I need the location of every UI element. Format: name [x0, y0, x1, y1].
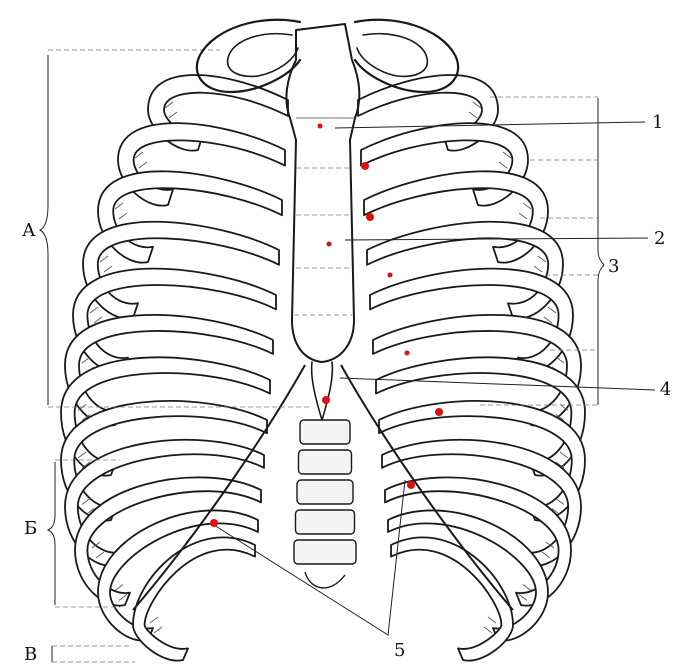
label-3: 3 [608, 258, 619, 276]
right-rib-12 [391, 537, 513, 660]
label-v: В [24, 646, 37, 664]
marker-10 [210, 519, 218, 527]
right-rib-5-hatching [544, 307, 556, 323]
vertebra-4 [296, 510, 355, 534]
label-2: 2 [654, 230, 665, 248]
label-5: 5 [394, 642, 405, 660]
left-rib-11 [98, 510, 258, 640]
marker-8 [435, 408, 443, 416]
vertebra-1 [300, 420, 350, 444]
vertebral-process [305, 572, 345, 588]
marker-2 [361, 162, 369, 170]
right-rib-3-hatching [519, 203, 531, 219]
label-a: А [22, 222, 36, 240]
vertebra-2 [299, 450, 352, 474]
vertebra-3 [297, 480, 353, 504]
left-rib-3-hatching [115, 203, 127, 219]
marker-6 [405, 351, 410, 356]
right-ribs [341, 75, 585, 661]
marker-7 [322, 396, 330, 404]
left-rib-4-hatching [100, 256, 112, 272]
marker-3 [366, 213, 374, 221]
left-rib-12 [133, 537, 255, 660]
marker-9 [407, 481, 415, 489]
right-rib-1-hatching [469, 102, 481, 118]
marker-5 [388, 273, 393, 278]
sternum [286, 24, 359, 420]
label-b: Б [24, 520, 37, 538]
left-rib-1-hatching [165, 102, 177, 118]
vertebral-column [294, 420, 356, 588]
marker-1 [318, 124, 323, 129]
label-4: 4 [660, 381, 671, 399]
label-1: 1 [652, 114, 663, 132]
bracket-v [52, 646, 135, 662]
right-rib-4-hatching [534, 256, 546, 272]
vertebra-5 [294, 540, 356, 564]
right-rib-11 [388, 510, 548, 640]
left-ribs [61, 75, 305, 661]
left-rib-5-hatching [90, 307, 102, 323]
marker-4 [327, 242, 332, 247]
right-rib-2-hatching [499, 152, 511, 168]
left-rib-2-hatching [135, 152, 147, 168]
